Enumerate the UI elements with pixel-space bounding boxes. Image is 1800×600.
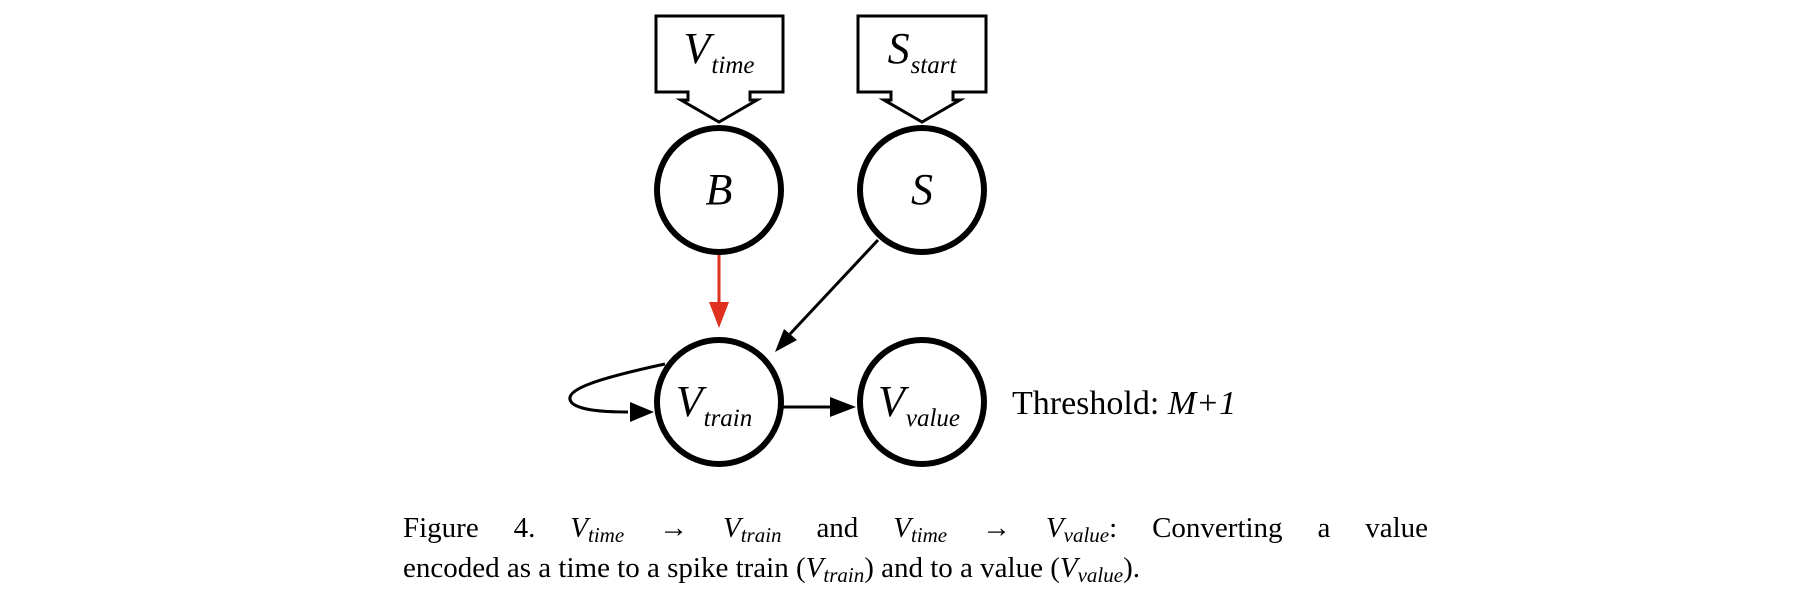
caption-var: V — [893, 512, 911, 544]
edge-vtrain-self-loop — [568, 362, 666, 422]
input-box-sstart: Sstart — [856, 14, 988, 124]
input-arrow-shape-vtime — [654, 14, 785, 124]
caption-var: V — [805, 552, 824, 584]
caption-text: ) and to a value ( — [864, 552, 1060, 584]
figure-caption: Figure 4. Vtime → Vtrain and Vtime → Vva… — [403, 508, 1428, 588]
node-vtrain-label: Vtrain — [676, 377, 753, 432]
caption-var: V — [1059, 552, 1078, 584]
threshold-value: M+1 — [1167, 385, 1236, 422]
node-vvalue: Vvalue — [857, 337, 987, 467]
node-vvalue-circle — [857, 337, 987, 467]
edge-vtrain-self-loop-arrowhead — [630, 402, 654, 422]
edge-vtrain-to-vvalue — [783, 397, 856, 417]
threshold-label-text: Threshold: — [1012, 385, 1159, 422]
caption-var-sub: train — [740, 523, 782, 547]
edge-s-to-vtrain-arrowhead — [775, 329, 797, 352]
caption-var-sub: value — [1063, 523, 1110, 547]
caption-var-sub: time — [910, 523, 948, 547]
node-b: B — [654, 125, 784, 255]
edge-s-to-vtrain — [775, 238, 880, 352]
caption-figure-label: Figure 4. — [403, 512, 536, 544]
caption-text: encoded as a time to a spike train ( — [403, 552, 806, 584]
caption-var: V — [570, 512, 588, 544]
node-vtrain: Vtrain — [654, 337, 784, 467]
node-b-label: B — [706, 165, 733, 214]
caption-var-sub: time — [588, 523, 625, 547]
caption-line-2: encoded as a time to a spike train (Vtra… — [403, 548, 1428, 588]
node-vvalue-label: Vvalue — [878, 377, 960, 432]
caption-var-sub: train — [823, 563, 865, 587]
edge-b-to-vtrain-arrowhead — [709, 302, 729, 328]
input-label-vtime: Vtime — [684, 24, 755, 79]
caption-var: V — [722, 512, 741, 544]
caption-var-sub: value — [1077, 563, 1124, 587]
node-s-circle — [857, 125, 987, 255]
edge-b-to-vtrain — [709, 255, 729, 328]
edge-vtrain-to-vvalue-arrowhead — [830, 397, 856, 417]
caption-arrow: → — [659, 512, 689, 544]
node-s: S — [857, 125, 987, 255]
node-s-label: S — [911, 165, 933, 214]
threshold-label: Threshold: M+1 — [1012, 385, 1236, 422]
caption-line1-tail: : Converting a value — [1109, 512, 1429, 544]
caption-line-1: Figure 4. Vtime → Vtrain and Vtime → Vva… — [403, 508, 1428, 548]
caption-var: V — [1045, 512, 1064, 544]
input-arrow-shape-sstart — [856, 14, 988, 124]
input-box-vtime: Vtime — [654, 14, 785, 124]
edge-s-to-vtrain-line — [788, 238, 880, 336]
edge-vtrain-self-loop-curve — [568, 362, 666, 414]
input-label-sstart: Sstart — [888, 24, 958, 79]
node-vtrain-circle — [654, 337, 784, 467]
caption-and: and — [816, 512, 859, 544]
node-b-circle — [654, 125, 784, 255]
caption-arrow: → — [982, 512, 1011, 544]
caption-text: ). — [1123, 552, 1140, 584]
